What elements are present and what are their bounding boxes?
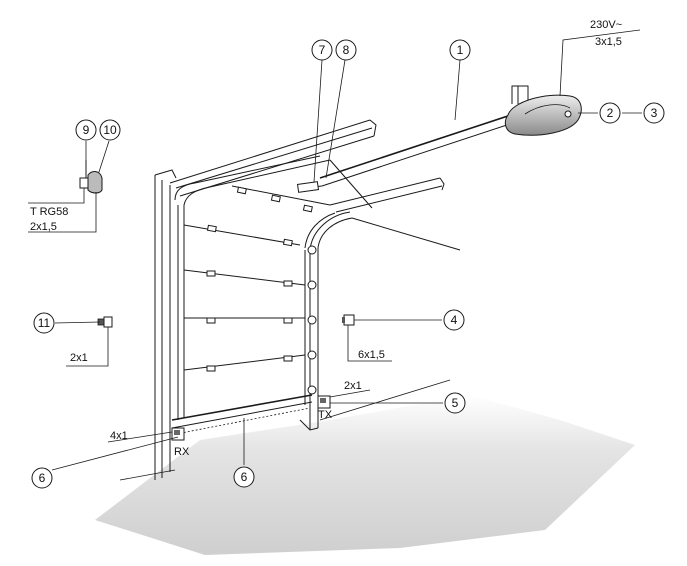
svg-text:11: 11 (38, 316, 51, 330)
button-cable-label: 2x1 (70, 352, 88, 364)
svg-text:9: 9 (83, 123, 90, 137)
sectional-door (171, 155, 461, 435)
tx-cable-label: 2x1 (344, 380, 362, 392)
svg-text:8: 8 (343, 43, 350, 57)
motor-unit (504, 85, 582, 136)
callout-10: 10 (99, 119, 121, 141)
svg-text:6: 6 (39, 471, 46, 485)
callout-6-left: 6 (31, 467, 53, 489)
svg-text:4: 4 (451, 313, 458, 327)
rx-label: RX (174, 446, 190, 458)
callout-3: 3 (643, 102, 665, 124)
flashing-lamp: T RG58 2x1,5 (28, 160, 103, 233)
callout-5: 5 (444, 392, 466, 414)
callout-1: 1 (449, 39, 471, 61)
key-selector: 6x1,5 (342, 314, 392, 362)
svg-text:6: 6 (241, 470, 248, 484)
floor-shadow (95, 395, 635, 555)
wall-button: 2x1 (66, 316, 113, 367)
power-voltage-label: 230V~ (590, 19, 622, 31)
callout-2: 2 (599, 102, 621, 124)
power-cable-label: 3x1,5 (595, 36, 622, 48)
callout-9: 9 (75, 119, 97, 141)
svg-text:10: 10 (103, 123, 117, 137)
svg-text:7: 7 (319, 43, 326, 57)
callout-4: 4 (443, 309, 465, 331)
callout-8: 8 (335, 39, 357, 61)
photocell-tx: 2x1 TX (317, 380, 371, 421)
left-door-frame (154, 169, 177, 480)
callout-7: 7 (311, 39, 333, 61)
selector-cable-label: 6x1,5 (358, 349, 385, 361)
leader-lines (51, 59, 642, 471)
svg-text:1: 1 (457, 43, 464, 57)
svg-text:5: 5 (452, 396, 459, 410)
photocell-rx: 4x1 RX (107, 427, 190, 458)
antenna-cable-label: T RG58 (30, 206, 68, 218)
tx-label: TX (318, 409, 333, 421)
callouts: 1 2 3 4 5 6 6 7 8 9 10 11 (31, 39, 665, 489)
svg-text:2: 2 (607, 106, 614, 120)
callout-11: 11 (33, 312, 55, 334)
header-beams (169, 119, 445, 213)
callout-6-right: 6 (233, 466, 255, 488)
opener-rail (296, 111, 523, 193)
power-cable: 230V~ 3x1,5 (559, 19, 641, 97)
svg-text:3: 3 (651, 106, 658, 120)
lamp-cable-label: 2x1,5 (30, 221, 57, 233)
rx-cable-label: 4x1 (110, 430, 128, 442)
